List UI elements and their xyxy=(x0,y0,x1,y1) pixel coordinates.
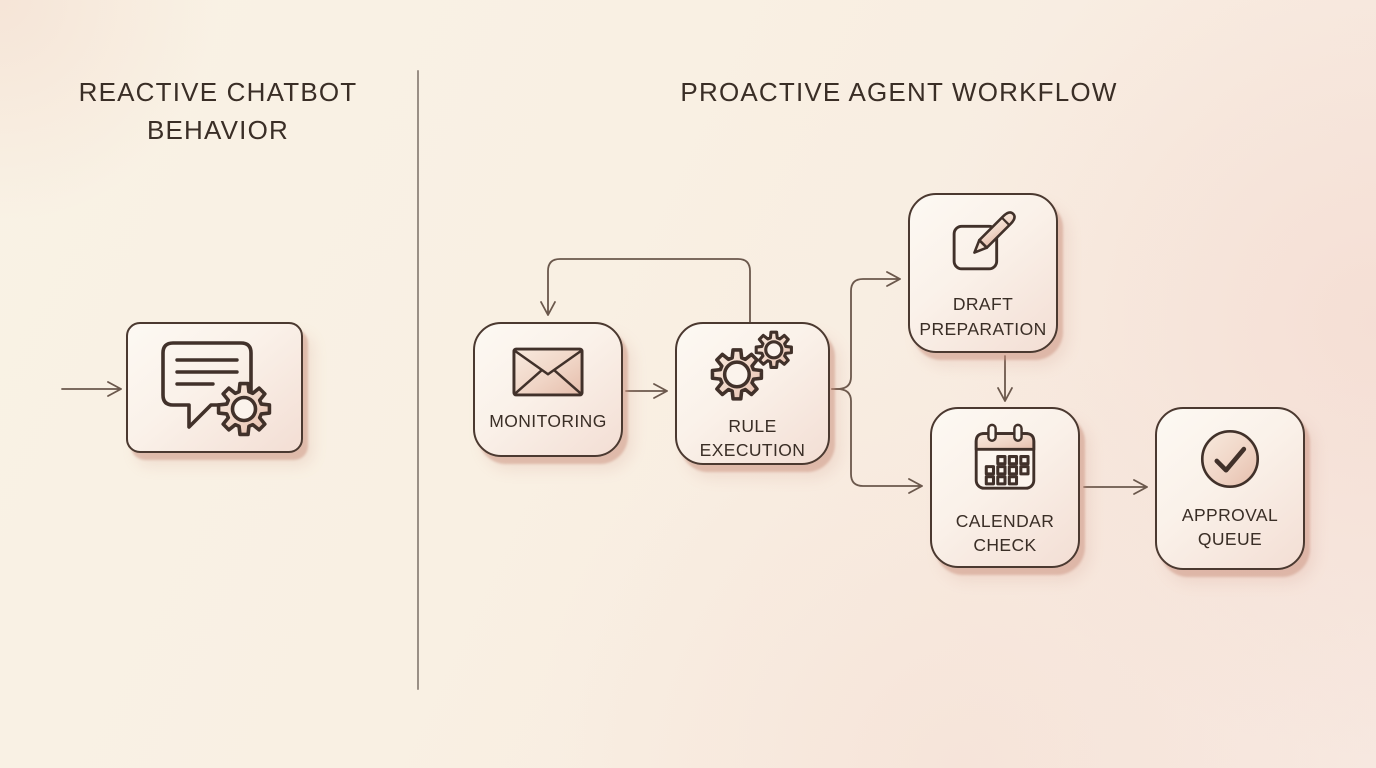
arrow-feedback-loop xyxy=(540,258,751,323)
node-label: CALENDAR CHECK xyxy=(955,510,1055,555)
left-section-title: REACTIVE CHATBOT BEHAVIOR xyxy=(78,77,358,145)
chat-gear-icon xyxy=(160,340,271,436)
arrow-monitoring-to-rule xyxy=(625,383,668,399)
calendar-icon xyxy=(974,423,1036,490)
envelope-icon xyxy=(512,347,584,397)
node-approval-queue: APPROVAL QUEUE xyxy=(1155,407,1305,570)
node-label: RULE EXECUTION xyxy=(699,415,806,460)
node-rule-execution: RULE EXECUTION xyxy=(675,322,830,465)
edit-pencil-icon xyxy=(952,211,1016,271)
check-circle-icon xyxy=(1200,429,1260,488)
calendar-grid xyxy=(984,454,1030,486)
section-divider-line xyxy=(417,70,419,690)
node-label: APPROVAL QUEUE xyxy=(1181,504,1279,549)
arrow-draft-to-calendar xyxy=(997,355,1013,402)
node-monitoring: MONITORING xyxy=(473,322,623,457)
node-label: MONITORING xyxy=(489,410,607,431)
node-label: DRAFT PREPARATION xyxy=(919,294,1047,339)
arrow-calendar-to-approval xyxy=(1083,479,1148,495)
pencil xyxy=(973,211,1016,255)
speech-bubble xyxy=(160,340,253,429)
node-draft-preparation: DRAFT PREPARATION xyxy=(908,193,1058,353)
node-chatbot xyxy=(126,322,303,453)
arrow-input-to-chatbot xyxy=(61,381,122,397)
gear-overlay xyxy=(216,381,271,436)
arrow-rule-to-calendar xyxy=(831,388,923,494)
node-calendar-check: CALENDAR CHECK xyxy=(930,407,1080,568)
arrow-rule-to-draft xyxy=(831,271,901,390)
right-section-title: PROACTIVE AGENT WORKFLOW xyxy=(680,77,1118,107)
gears-icon xyxy=(710,330,793,401)
